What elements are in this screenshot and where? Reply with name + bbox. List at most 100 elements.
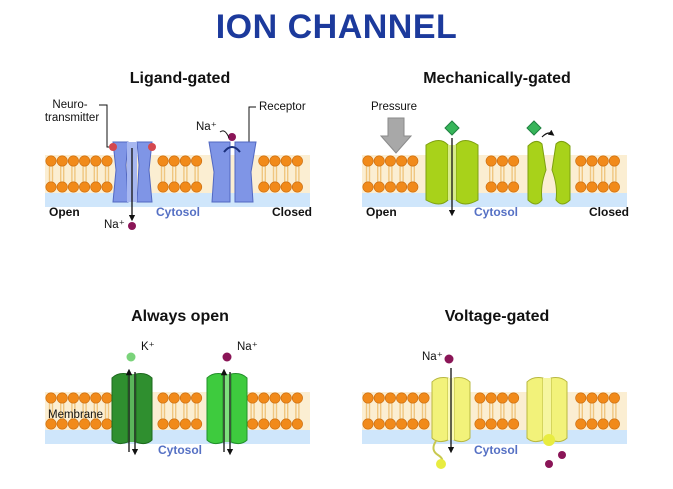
lipid-head (90, 181, 102, 193)
lipid-head (586, 155, 598, 167)
neurotransmitter-leader (99, 104, 110, 148)
voltage-channel-open (431, 368, 471, 469)
lipid-head (101, 155, 113, 167)
lipid-head (362, 392, 374, 404)
lipid-head (56, 418, 68, 430)
pressure-label: Pressure (371, 101, 417, 113)
pressure-arrow-icon (379, 117, 413, 154)
mechanical-cytosol-label: Cytosol (474, 205, 518, 219)
neurotransmitter-marker (109, 143, 117, 151)
lipid-head (179, 392, 191, 404)
lipid-head (575, 181, 587, 193)
lipid-head (269, 418, 281, 430)
lipid-head (280, 181, 292, 193)
lipid-head (418, 418, 430, 430)
neurotransmitter-marker (148, 143, 156, 151)
lipid-head (485, 155, 497, 167)
voltage-heading: Voltage-gated (445, 308, 550, 325)
sodium-ion (222, 352, 232, 362)
voltage-gate-ball (436, 459, 446, 469)
lipid-head (508, 392, 520, 404)
lipid-head (485, 418, 497, 430)
lipid-head (157, 392, 169, 404)
lipid-head (407, 418, 419, 430)
sodium-ion (228, 133, 236, 141)
lipid-head (191, 392, 203, 404)
lipid-head (586, 181, 598, 193)
lipid-head (396, 392, 408, 404)
lipid-head (258, 392, 270, 404)
mechanical-gate-marker (444, 120, 460, 136)
voltage-channel-closed (526, 377, 568, 446)
lipid-head (258, 155, 270, 167)
ligand-open-label: Open (49, 205, 80, 219)
lipid-head (608, 418, 620, 430)
lipid-head (575, 155, 587, 167)
lipid-head (291, 155, 303, 167)
panel-mechanically-gated: Mechanically-gated Pressure Open Cytosol… (362, 70, 629, 219)
lipid-head (45, 155, 57, 167)
always-open-na-label: Na⁺ (237, 341, 258, 353)
lipid-head (597, 155, 609, 167)
mechanical-channel-open (425, 120, 479, 217)
lipid-head (586, 418, 598, 430)
lipid-head (362, 155, 374, 167)
page-title: ION CHANNEL (215, 8, 458, 46)
lipid-head (168, 181, 180, 193)
ligand-membrane (45, 155, 310, 193)
lipid-head (179, 418, 191, 430)
lipid-head (496, 181, 508, 193)
always-open-k-label: K⁺ (141, 341, 155, 353)
mechanical-channel-closed (526, 120, 571, 205)
voltage-membrane (362, 392, 627, 430)
lipid-head (485, 392, 497, 404)
lipid-head (101, 418, 113, 430)
sodium-ion (545, 460, 553, 468)
panel-ligand-gated: Ligand-gated Neuro- transmitter Receptor… (45, 70, 312, 231)
neurotransmitter-label-line2: transmitter (45, 112, 99, 124)
lipid-head (79, 418, 91, 430)
panel-voltage-gated: Voltage-gated Na⁺ Cytosol (362, 308, 627, 469)
lipid-head (373, 418, 385, 430)
lipid-head (373, 155, 385, 167)
mechanical-open-label: Open (366, 205, 397, 219)
lipid-head (45, 392, 57, 404)
lipid-head (101, 392, 113, 404)
lipid-head (384, 418, 396, 430)
ligand-closed-label: Closed (272, 205, 312, 219)
ligand-channel-open (109, 141, 156, 222)
ligand-bottom-ion-label: Na⁺ (104, 219, 125, 231)
lipid-head (79, 181, 91, 193)
lipid-head (191, 418, 203, 430)
lipid-head (269, 392, 281, 404)
lipid-head (179, 155, 191, 167)
lipid-head (90, 155, 102, 167)
mechanical-membrane (362, 155, 627, 193)
panel-always-open: Always open K⁺ Na⁺ Membrane Cytosol (45, 308, 310, 457)
lipid-head (168, 418, 180, 430)
lipid-head (56, 181, 68, 193)
lipid-head (418, 392, 430, 404)
lipid-head (269, 155, 281, 167)
always-open-cytosol-label: Cytosol (158, 443, 202, 457)
lipid-head (247, 418, 259, 430)
lipid-head (168, 155, 180, 167)
ligand-cytosol-label: Cytosol (156, 205, 200, 219)
lipid-head (56, 155, 68, 167)
receptor-label: Receptor (259, 101, 306, 113)
mechanical-gate-marker (526, 120, 542, 136)
lipid-head (179, 181, 191, 193)
lipid-head (608, 155, 620, 167)
lipid-head (407, 155, 419, 167)
lipid-head (407, 392, 419, 404)
lipid-head (45, 418, 57, 430)
sodium-ion (558, 451, 566, 459)
lipid-head (586, 392, 598, 404)
lipid-head (269, 181, 281, 193)
lipid-head (508, 181, 520, 193)
lipid-head (384, 181, 396, 193)
lipid-head (280, 418, 292, 430)
lipid-head (496, 418, 508, 430)
lipid-head (496, 155, 508, 167)
